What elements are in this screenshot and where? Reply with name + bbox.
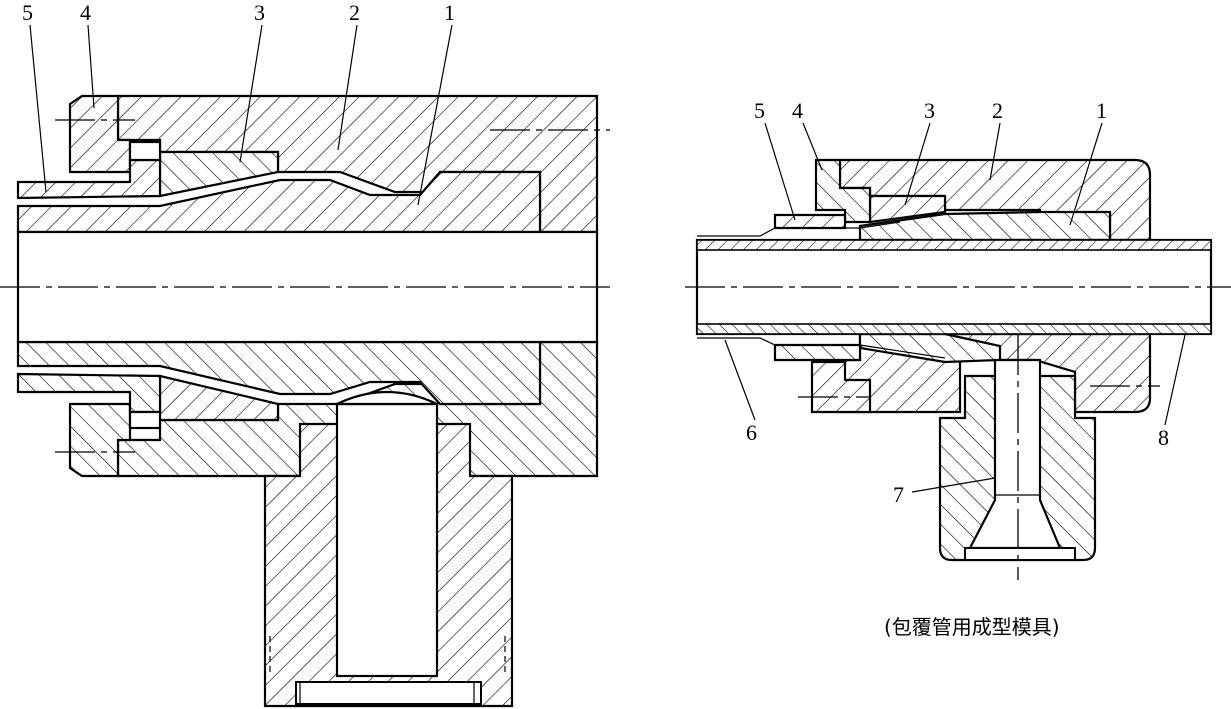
right-label-5: 5 (754, 98, 765, 123)
left-mandrel-bottom (16, 340, 542, 406)
right-tube-wall-top (696, 239, 1212, 251)
right-connector-plug (964, 547, 1076, 561)
figure-caption: (包覆管用成型模具) (884, 615, 1060, 639)
right-die-assembly (685, 158, 1231, 580)
right-leaders (724, 122, 1186, 493)
right-flange-top (814, 158, 872, 224)
right-labels: 5 4 3 2 1 6 7 8 (746, 98, 1169, 507)
left-label-5: 5 (22, 0, 33, 25)
right-tube-wall-bottom (696, 323, 1212, 335)
left-label-1: 1 (444, 0, 455, 25)
right-label-1: 1 (1096, 98, 1107, 123)
left-flange-top (68, 94, 132, 174)
right-label-7: 7 (893, 482, 904, 507)
right-label-2: 2 (992, 98, 1003, 123)
left-connector-bore (335, 402, 439, 678)
right-flange-bottom (810, 360, 872, 414)
right-label-6: 6 (746, 420, 757, 445)
right-sleeve-bottom (773, 343, 862, 362)
left-label-4: 4 (80, 0, 91, 25)
left-labels: 5 4 3 2 1 (22, 0, 455, 25)
right-sleeve-top (773, 213, 847, 230)
left-die-assembly (0, 94, 610, 708)
left-label-2: 2 (349, 0, 360, 25)
right-label-3: 3 (924, 98, 935, 123)
right-label-4: 4 (792, 98, 803, 123)
right-label-8: 8 (1158, 425, 1169, 450)
left-label-3: 3 (254, 0, 265, 25)
left-key-bottom (128, 410, 162, 430)
left-connector-plug (295, 681, 482, 705)
left-key-top (128, 140, 162, 162)
left-leaders (29, 24, 453, 206)
